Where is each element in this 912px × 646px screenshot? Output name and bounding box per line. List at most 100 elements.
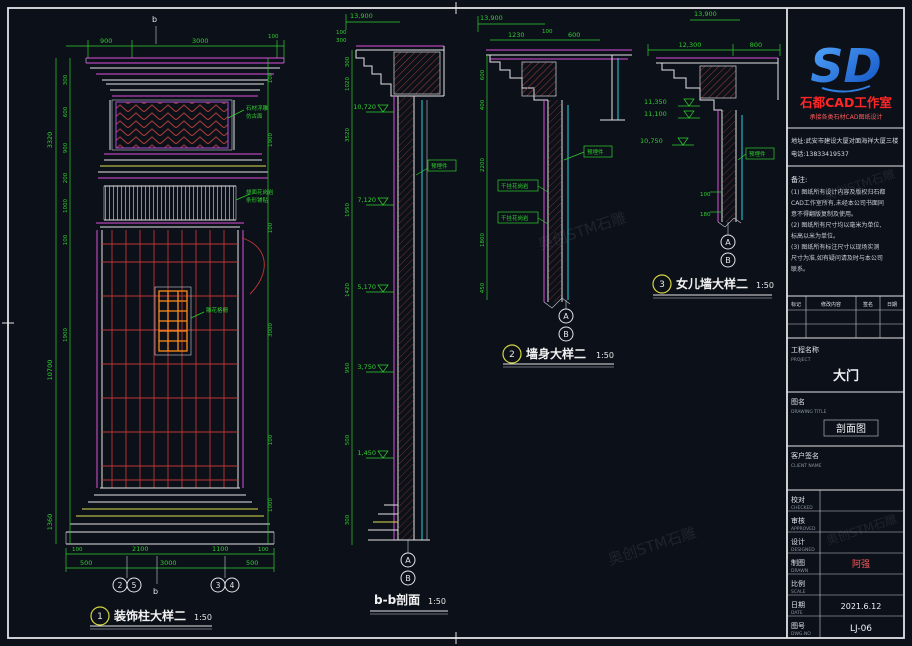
dim-label: 400 bbox=[480, 99, 486, 110]
dim-label: 1020 bbox=[345, 77, 351, 91]
row-label-en: SCALE bbox=[791, 589, 806, 595]
d2-cornice bbox=[486, 49, 632, 121]
annotation-band: 烧面花岗岩 bbox=[246, 188, 274, 196]
column-shaft bbox=[96, 230, 265, 488]
table-header: 标记 bbox=[791, 301, 801, 308]
row-label: 校对 bbox=[791, 495, 805, 504]
row-label: 比例 bbox=[791, 579, 805, 588]
dim-label: 300 bbox=[345, 514, 351, 525]
bb-wall bbox=[393, 96, 428, 540]
table-header: 日期 bbox=[887, 302, 897, 308]
ref-marker-b: B bbox=[405, 574, 411, 583]
notes-line: CAD工作室所有,未经本公司书面同 bbox=[791, 199, 884, 207]
row-label-en: DWG.NO bbox=[791, 631, 811, 637]
studio-phone: 电话:13833419537 bbox=[791, 150, 849, 158]
dim-label: 100 bbox=[268, 434, 274, 445]
studio-address: 地址:武安市建设大厦对面海祥大厦三楼 bbox=[791, 137, 898, 145]
dim-label: 500 bbox=[345, 434, 351, 445]
dim-label: 1900 bbox=[63, 328, 69, 342]
dim-label: 1800 bbox=[480, 233, 486, 247]
drawing-label-en: DRAWING TITLE bbox=[791, 409, 827, 415]
ref-marker-b: B bbox=[725, 256, 731, 265]
dim-label: 600 bbox=[480, 69, 486, 80]
detail-2-title: 2 墙身大样二 1:50 bbox=[502, 344, 614, 368]
dim-label: 1950 bbox=[345, 203, 351, 217]
annotation-embed: 预埋件 bbox=[431, 162, 448, 170]
d3-cornice bbox=[656, 57, 779, 111]
column-cornice bbox=[85, 57, 285, 97]
detail-title: 墙身大样二 bbox=[526, 346, 586, 361]
annotation-band-2: 条形铺贴 bbox=[246, 196, 269, 204]
watermark-text: 奥创STM石雕 bbox=[822, 166, 896, 203]
d2-wall bbox=[543, 100, 571, 309]
detail-scale: 1:50 bbox=[194, 613, 212, 622]
axis-bubble-label: 2 bbox=[118, 581, 123, 590]
level-label: 10,720 bbox=[353, 103, 376, 111]
notes-line: 尺寸为准,如有疑问请及时与本公司 bbox=[791, 254, 883, 262]
detail-title: 装饰柱大样二 bbox=[113, 608, 186, 623]
annotation-grille: 雕花格栅 bbox=[206, 306, 229, 314]
annotation-embed: 预埋件 bbox=[587, 148, 604, 156]
watermark-text: 奥创STM石雕 bbox=[824, 511, 898, 548]
dim-label: 1420 bbox=[345, 283, 351, 297]
row-label: 图号 bbox=[791, 622, 805, 630]
dim-label: 600 bbox=[63, 106, 69, 117]
bb-levels: 10,720 7,120 5,170 3,750 1,450 bbox=[353, 103, 394, 459]
dim-label: 1000 bbox=[63, 199, 69, 213]
banded-stone: 烧面花岗岩 条形铺贴 bbox=[96, 185, 274, 228]
row-label-en: DRAWN bbox=[791, 568, 808, 574]
annotation-stone: 干挂花岗岩 bbox=[501, 214, 529, 222]
dim-label: 1900 bbox=[268, 133, 274, 147]
d3-wall bbox=[717, 110, 743, 228]
studio-tagline: 承接各类石材CAD图纸设计 bbox=[810, 113, 883, 121]
notes-line: (2) 图纸所有尺寸均以毫米为单位, bbox=[791, 221, 881, 229]
dim-label: 100 bbox=[268, 222, 274, 233]
table-header: 签名 bbox=[863, 301, 873, 308]
detail-3-title: 3 女儿墙大样二 1:50 bbox=[652, 274, 774, 299]
project-label-en: PROJECT bbox=[791, 357, 811, 363]
dim-label: 100 bbox=[268, 34, 279, 40]
dim-label: 800 bbox=[750, 41, 762, 49]
relief-panel: 石材浮雕 仿古面 bbox=[109, 99, 269, 151]
notes-line: 联系。 bbox=[791, 265, 809, 273]
dim-label: 100 bbox=[542, 29, 553, 35]
row-value-drawn-by: 阿强 bbox=[852, 559, 870, 570]
dim-label: 2200 bbox=[480, 158, 486, 172]
dim-label: 900 bbox=[63, 142, 69, 153]
drawing-value: 剖面图 bbox=[836, 422, 866, 435]
project-value: 大门 bbox=[833, 368, 859, 384]
level-label: 7,120 bbox=[357, 196, 376, 204]
row-label-en: APPROVED bbox=[791, 526, 816, 532]
table-header: 修改内容 bbox=[821, 301, 841, 308]
detail-bb-section: 13,900 100 300 300 1020 3520 1950 1420 bbox=[336, 12, 457, 615]
dim-label: 300 bbox=[345, 56, 351, 67]
detail-1-title: 1 装饰柱大样二 1:50 bbox=[90, 606, 212, 630]
level-label: 11,350 bbox=[644, 98, 667, 106]
dim-label: 500 bbox=[246, 559, 258, 567]
dim-label: 900 bbox=[100, 37, 112, 45]
level-label: 10,750 bbox=[640, 137, 663, 145]
bb-title: b-b剖面 1:50 bbox=[370, 592, 448, 615]
section-marker-b-top: b bbox=[152, 15, 157, 24]
dim-label: 3000 bbox=[192, 37, 209, 45]
grille-feature: 雕花格栅 bbox=[154, 286, 229, 356]
detail-title: b-b剖面 bbox=[374, 592, 420, 607]
dim-label: 100 bbox=[268, 72, 274, 83]
notes-line: (1) 图纸所有设计内容及版权归石都 bbox=[791, 188, 885, 196]
dim-label: 300 bbox=[63, 74, 69, 85]
annotation-relief-2: 仿古面 bbox=[246, 112, 263, 120]
dim-label: 3520 bbox=[345, 128, 351, 142]
detail-scale: 1:50 bbox=[428, 597, 446, 606]
bb-cornice bbox=[355, 45, 445, 97]
revision-table: 标记 修改内容 签名 日期 bbox=[787, 296, 904, 338]
row-label-en: CHECKED bbox=[791, 505, 813, 511]
ref-marker-b: B bbox=[563, 330, 569, 339]
ref-marker-a: A bbox=[725, 238, 731, 247]
d3-levels: 11,350 11,100 10,750 bbox=[640, 98, 700, 146]
client-label: 客户签名 bbox=[791, 451, 819, 460]
dim-label: 13,900 bbox=[694, 10, 717, 18]
axis-bubble-label: 3 bbox=[216, 581, 221, 590]
dim-label: 950 bbox=[345, 362, 351, 373]
notes-line: 标高以米为单位。 bbox=[791, 232, 839, 240]
